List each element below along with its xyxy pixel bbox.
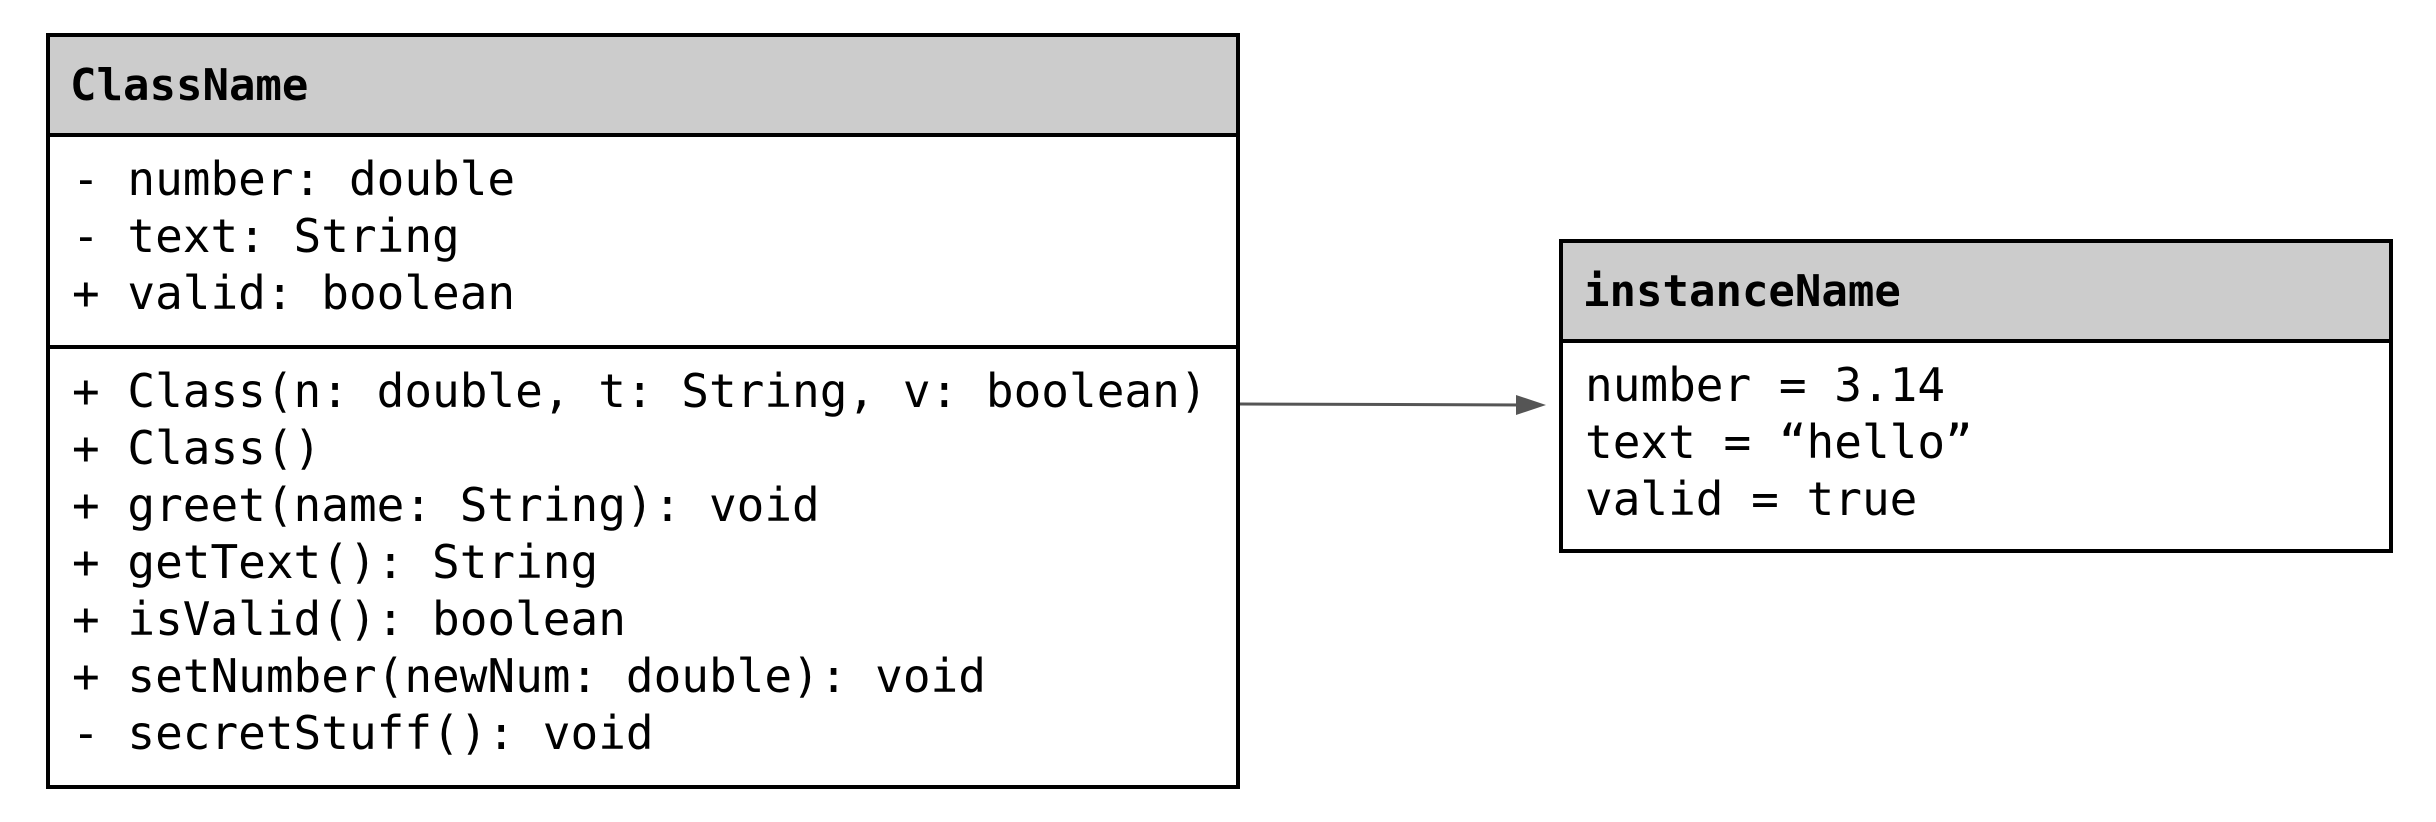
instance-name-header: instanceName: [1563, 243, 2389, 343]
class-method: + isValid(): boolean: [72, 592, 626, 646]
class-attribute: + valid: boolean: [72, 266, 516, 320]
class-name-header: ClassName: [50, 37, 1236, 137]
instance-name-title: instanceName: [1583, 265, 1901, 317]
class-method: + greet(name: String): void: [72, 478, 820, 532]
instance-value: valid = true: [1585, 472, 1918, 526]
arrowhead-icon: [1516, 395, 1546, 415]
instance-value: text = “hello”: [1585, 415, 1973, 469]
class-attribute: - number: double: [72, 152, 516, 206]
class-method: + getText(): String: [72, 535, 599, 589]
uml-instance-box: instanceName number = 3.14 text = “hello…: [1559, 239, 2393, 553]
instance-values-section: number = 3.14 text = “hello” valid = tru…: [1563, 343, 2389, 528]
arrow-line: [1239, 402, 1529, 407]
class-method: + Class(n: double, t: String, v: boolean…: [72, 364, 1208, 418]
class-methods-section: + Class(n: double, t: String, v: boolean…: [50, 349, 1236, 762]
class-name-title: ClassName: [70, 59, 309, 111]
class-attribute: - text: String: [72, 209, 460, 263]
class-attributes-section: - number: double - text: String + valid:…: [50, 137, 1236, 349]
uml-class-box: ClassName - number: double - text: Strin…: [46, 33, 1240, 789]
instance-value: number = 3.14: [1585, 358, 1946, 412]
class-method: + Class(): [72, 421, 322, 475]
class-method: - secretStuff(): void: [72, 706, 654, 760]
class-method: + setNumber(newNum: double): void: [72, 649, 986, 703]
